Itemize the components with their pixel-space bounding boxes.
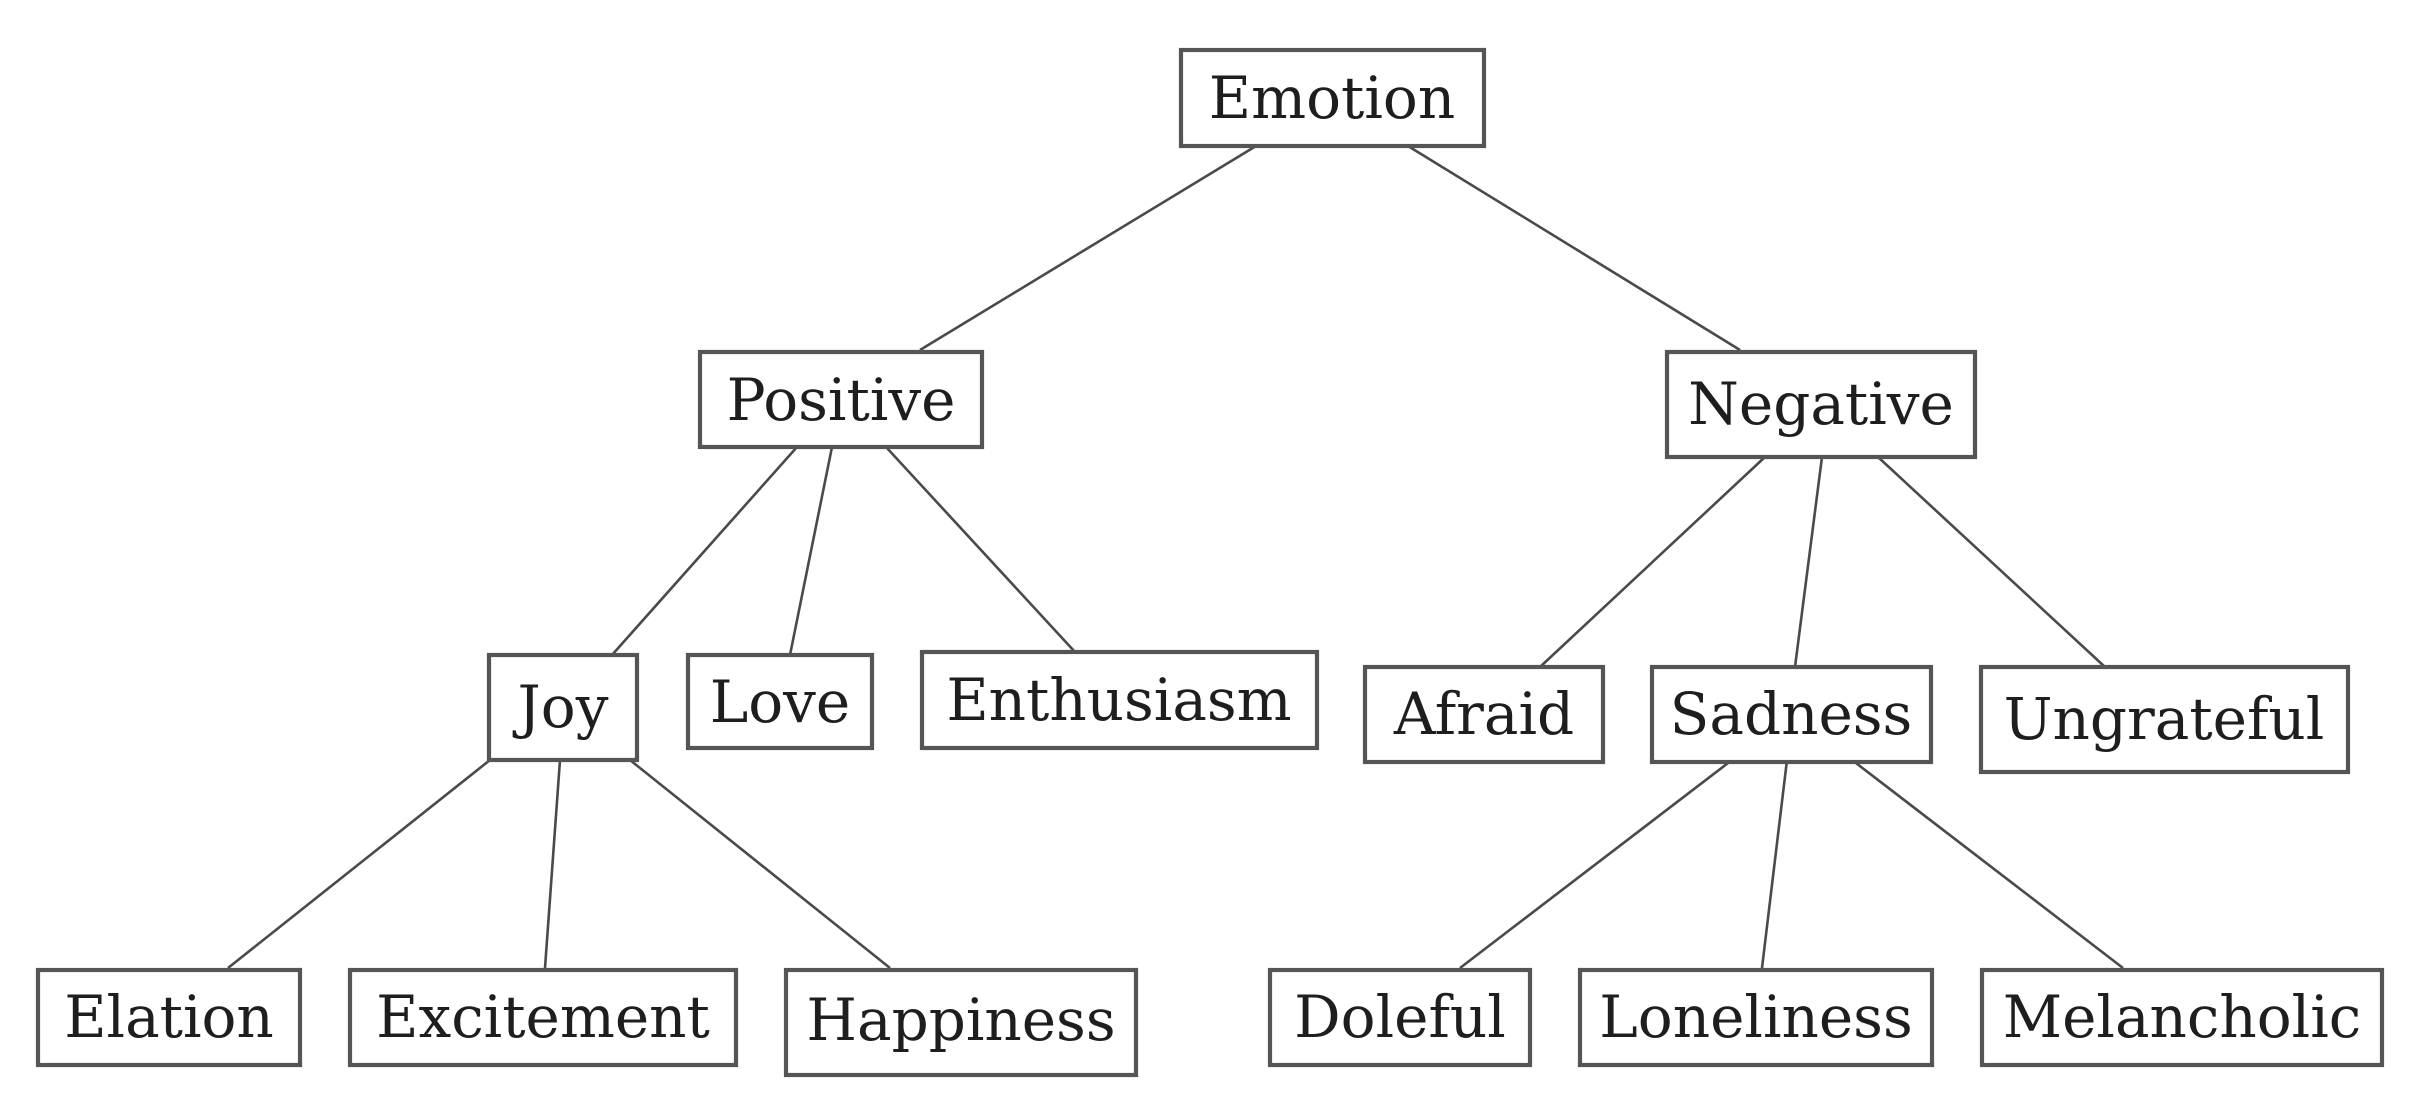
node-elation: Elation [35, 967, 303, 1068]
edge-joy-happiness [629, 758, 891, 970]
node-emotion: Emotion [1178, 47, 1487, 149]
node-afraid-box [1362, 664, 1606, 765]
node-happiness: Happiness [783, 967, 1139, 1078]
edge-negative-ungrateful [1877, 456, 2106, 668]
node-ungrateful: Ungrateful [1978, 664, 2351, 775]
node-positive-box [697, 349, 985, 450]
node-melancholic: Melancholic [1979, 967, 2385, 1068]
edge-joy-elation [227, 758, 491, 970]
edge-positive-love [788, 446, 834, 656]
edge-emotion-negative [1407, 144, 1741, 352]
node-enthusiasm: Enthusiasm [919, 649, 1320, 751]
edge-sadness-loneliness [1760, 759, 1789, 969]
nodes: Emotion Positive Negative Joy Love Enthu… [35, 47, 2385, 1078]
edge-emotion-positive [919, 144, 1257, 352]
edge-negative-sadness [1793, 456, 1824, 668]
node-loneliness-box [1577, 967, 1935, 1068]
node-excitement-label: Excitement [376, 983, 710, 1051]
node-ungrateful-label: Ungrateful [2004, 685, 2325, 753]
node-melancholic-box [1979, 967, 2385, 1068]
node-happiness-label: Happiness [806, 986, 1115, 1054]
edge-positive-enthusiasm [885, 446, 1076, 653]
node-love-label: Love [710, 668, 851, 736]
node-enthusiasm-label: Enthusiasm [946, 666, 1291, 734]
node-joy-box [486, 652, 640, 763]
node-elation-box [35, 967, 303, 1068]
node-sadness: Sadness [1649, 664, 1934, 765]
node-negative-box [1664, 349, 1978, 460]
node-love-box [685, 652, 875, 751]
node-joy-label: Joy [513, 673, 609, 741]
node-doleful-label: Doleful [1294, 983, 1506, 1051]
edge-sadness-melancholic [1851, 758, 2124, 970]
node-negative: Negative [1664, 349, 1978, 460]
node-ungrateful-box [1978, 664, 2351, 775]
node-loneliness: Loneliness [1577, 967, 1935, 1068]
node-emotion-box [1178, 47, 1487, 149]
node-excitement: Excitement [347, 967, 739, 1068]
edge-positive-joy [611, 446, 798, 656]
node-melancholic-label: Melancholic [2003, 983, 2362, 1051]
node-excitement-box [347, 967, 739, 1068]
node-happiness-box [783, 967, 1139, 1078]
edges [227, 144, 2124, 970]
node-afraid-label: Afraid [1393, 680, 1574, 748]
node-afraid: Afraid [1362, 664, 1606, 765]
edge-joy-excitement [543, 759, 562, 969]
node-loneliness-label: Loneliness [1599, 983, 1912, 1051]
node-positive: Positive [697, 349, 985, 450]
node-doleful: Doleful [1267, 967, 1533, 1068]
node-enthusiasm-box [919, 649, 1320, 751]
edge-sadness-doleful [1459, 758, 1733, 970]
node-doleful-box [1267, 967, 1533, 1068]
node-joy: Joy [486, 652, 640, 763]
node-negative-label: Negative [1688, 370, 1954, 438]
node-positive-label: Positive [727, 366, 956, 434]
node-sadness-box [1649, 664, 1934, 765]
node-love: Love [685, 652, 875, 751]
edge-negative-afraid [1539, 456, 1766, 668]
node-emotion-label: Emotion [1209, 64, 1455, 132]
node-sadness-label: Sadness [1670, 680, 1913, 748]
node-elation-label: Elation [64, 983, 274, 1051]
